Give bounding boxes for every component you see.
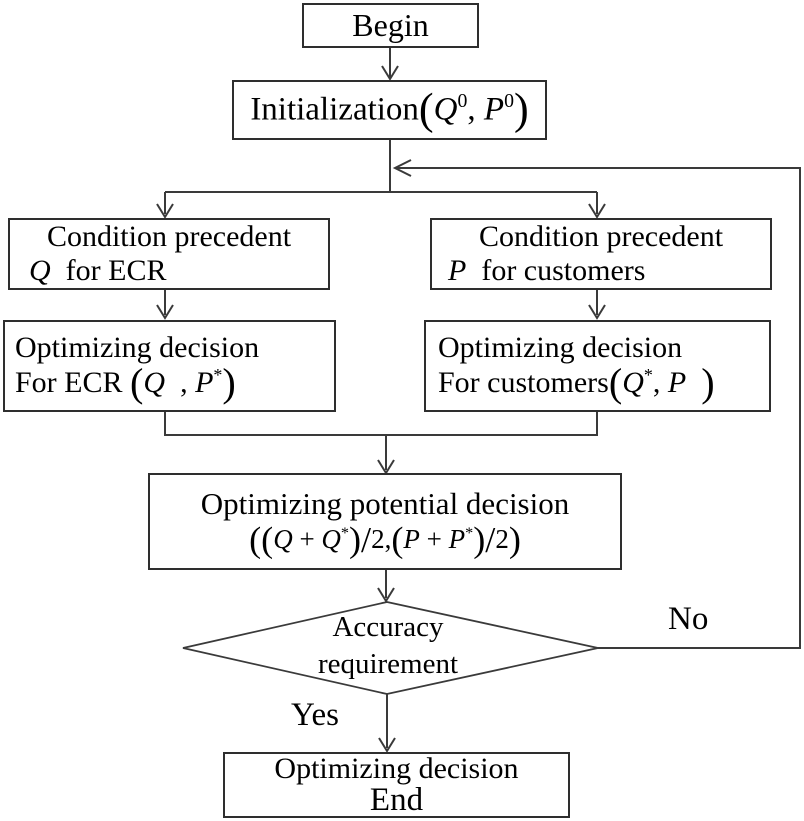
node-initialization: Initialization(Q0, P0): [232, 80, 547, 140]
decision-accuracy-label: Accuracy requirement: [247, 609, 529, 682]
formula-segment: [686, 367, 701, 400]
formula-segment: Q: [273, 523, 293, 554]
optimizing-customers-line1: Optimizing decision: [438, 330, 683, 364]
formula-segment: +: [292, 523, 322, 554]
formula-segment: Q: [143, 366, 166, 400]
formula-segment: ((: [249, 519, 274, 560]
edge-no-feedback: [396, 167, 801, 649]
formula-segment: ): [701, 360, 715, 406]
condition-customers-line2: P for customers: [432, 254, 770, 289]
node-end: Optimizing decision End: [223, 752, 570, 818]
node-condition-precedent-ecr: Condition precedent Q for ECR: [8, 218, 330, 290]
formula-segment: (: [418, 85, 434, 135]
formula-segment: ,: [165, 366, 196, 400]
formula-segment: (: [130, 360, 144, 406]
formula-segment: P: [195, 366, 214, 400]
formula-segment: Q: [622, 366, 644, 400]
node-optimizing-potential-decision: Optimizing potential decision ((Q + Q*)/…: [148, 473, 622, 570]
formula-segment: +: [419, 523, 449, 554]
formula-segment: *: [643, 365, 653, 386]
formula-segment: P: [403, 523, 420, 554]
accuracy-line1: Accuracy: [332, 611, 444, 643]
accuracy-line2: requirement: [317, 647, 459, 680]
end-line1: Optimizing decision: [274, 751, 519, 785]
formula-segment: ): [508, 519, 521, 560]
formula-segment: ,: [467, 91, 484, 128]
formula-segment: )/: [473, 519, 496, 560]
arrowhead-mid-diamond: [377, 587, 395, 603]
arrowhead-no-feedback: [392, 159, 412, 177]
node-optimizing-decision-customers: Optimizing decision For customers(Q*, P …: [424, 320, 771, 412]
formula-segment: 2: [495, 523, 509, 554]
end-line2: End: [369, 782, 424, 819]
node-optimizing-decision-ecr: Optimizing decision For ECR (Q , P*): [3, 320, 336, 412]
formula-segment: ): [222, 360, 236, 406]
formula-segment: P: [448, 523, 466, 554]
optimizing-customers-line2: For customers(Q*, P ): [438, 363, 769, 403]
arrowhead-cond-opt-left: [156, 304, 174, 320]
formula-segment: Q: [321, 523, 341, 554]
formula-segment: for ECR: [50, 254, 167, 287]
node-condition-precedent-customers: Condition precedent P for customers: [430, 218, 772, 290]
formula-segment: for customers: [466, 254, 646, 287]
arrowhead-drop-right: [588, 203, 606, 219]
formula-segment: Q: [29, 254, 51, 287]
optimizing-ecr-line1: Optimizing decision: [15, 330, 260, 364]
formula-segment: P: [483, 91, 505, 128]
condition-customers-line1: Condition precedent: [478, 219, 724, 253]
condition-ecr-line2: Q for ECR: [10, 254, 328, 289]
formula-segment: 0: [504, 90, 514, 113]
arrowhead-yes: [378, 737, 396, 753]
formula-segment: (: [391, 519, 404, 560]
formula-segment: P: [448, 254, 467, 287]
begin-label: Begin: [352, 7, 429, 44]
arrowhead-cond-opt-right: [588, 304, 606, 320]
formula-segment: (: [608, 360, 623, 406]
edge-label-no: No: [668, 601, 709, 637]
formula-segment: *: [465, 523, 474, 542]
arrowhead-drop-left: [156, 203, 174, 219]
formula-segment: 2: [371, 523, 385, 554]
formula-segment: Initialization: [250, 91, 419, 128]
formula-segment: ): [513, 85, 529, 135]
formula-segment: *: [213, 365, 223, 386]
formula-segment: ,: [384, 523, 392, 554]
formula-segment: ,: [652, 366, 668, 400]
optimizing-potential-formula: ((Q + Q*)/2,(P + P*)/2): [150, 519, 620, 560]
formula-segment: )/: [349, 519, 372, 560]
node-begin: Begin: [302, 3, 479, 48]
edge-merge: [164, 412, 598, 436]
formula-segment: For ECR: [15, 366, 131, 400]
initialization-label: Initialization(Q0, P0): [234, 87, 545, 131]
formula-segment: Q: [433, 91, 458, 128]
formula-segment: For customers: [438, 366, 609, 400]
formula-segment: P: [667, 366, 687, 400]
condition-ecr-line1: Condition precedent: [46, 219, 292, 253]
formula-segment: 0: [457, 90, 468, 113]
edge-label-yes: Yes: [291, 697, 340, 733]
arrowhead-begin-init: [381, 65, 399, 81]
optimizing-potential-line1: Optimizing potential decision: [200, 486, 570, 522]
optimizing-ecr-line2: For ECR (Q , P*): [15, 363, 334, 403]
formula-segment: *: [340, 523, 350, 542]
